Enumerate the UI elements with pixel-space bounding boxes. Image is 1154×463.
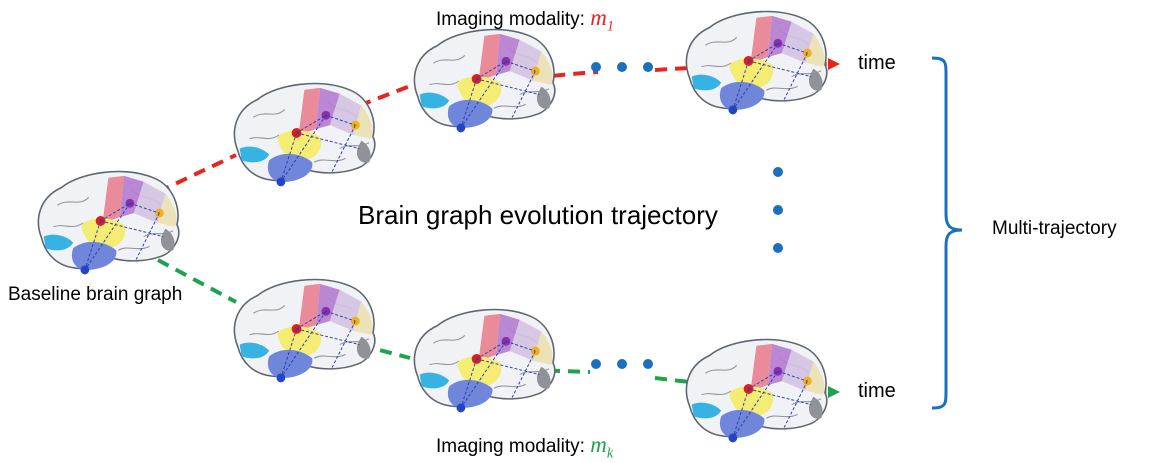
brain-graph-icon <box>233 278 376 384</box>
bottom-arrowhead <box>828 386 840 398</box>
brain-graph-icon <box>413 28 556 134</box>
brain-graph-icon <box>37 170 180 276</box>
time-label-bottom: time <box>858 380 896 402</box>
baseline-label: Baseline brain graph <box>8 284 183 305</box>
vertical-ellipsis-dots <box>773 167 783 253</box>
brain-graph-icon <box>685 338 828 444</box>
multi-trajectory-brace <box>931 56 963 410</box>
bottom-ellipsis-dots <box>591 359 653 369</box>
brain-graph-icon <box>685 10 828 116</box>
brain-graph-icon <box>413 308 556 414</box>
top-ellipsis-dots <box>591 62 653 72</box>
top-modality-label: Imaging modality: m1 <box>436 5 614 35</box>
brain-graph-icon <box>233 82 376 188</box>
top-arrowhead <box>828 58 840 70</box>
time-label-top: time <box>858 52 896 74</box>
bottom-modality-label: Imaging modality: mk <box>436 432 614 462</box>
center-title: Brain graph evolution trajectory <box>358 200 718 230</box>
multi-trajectory-label: Multi-trajectory <box>992 218 1117 239</box>
